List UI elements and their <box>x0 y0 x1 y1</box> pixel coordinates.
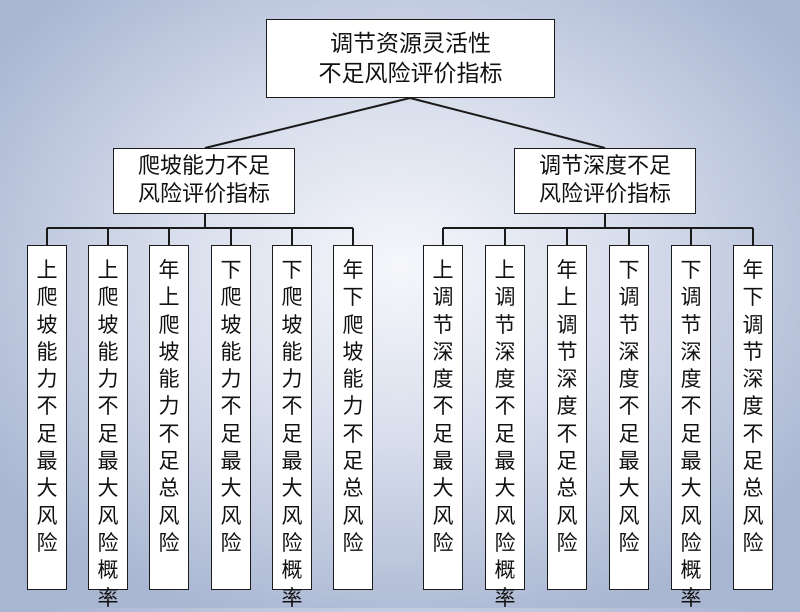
leaf-label: 年下爬坡能力不足总风险 <box>342 258 364 555</box>
leaf-node-8: 上调节深度不足最大风险概率 <box>485 245 525 610</box>
leaf-node-5: 下爬坡能力不足最大风险概率 <box>272 245 312 610</box>
leaf-node-4: 下爬坡能力不足最大风险 <box>211 245 251 590</box>
root-node-line2: 不足风险评价指标 <box>318 61 503 87</box>
leaf-label: 年上调节深度不足总风险 <box>556 258 578 555</box>
leaf-label: 年下调节深度不足总风险 <box>742 258 764 555</box>
leaf-node-9: 年上调节深度不足总风险 <box>547 245 587 590</box>
leaf-label: 上调节深度不足最大风险 <box>432 258 454 555</box>
branch-node-regulation-depth: 调节深度不足 风险评价指标 <box>514 148 696 214</box>
connector-root-right <box>409 97 606 149</box>
connector-root-left <box>204 97 411 149</box>
leaf-label: 下爬坡能力不足最大风险概率 <box>281 258 303 610</box>
branch-node-line2: 风险评价指标 <box>538 182 671 207</box>
branch-node-line1: 调节深度不足 <box>538 154 671 179</box>
leaf-node-1: 上爬坡能力不足最大风险 <box>27 245 67 590</box>
leaf-node-7: 上调节深度不足最大风险 <box>423 245 463 590</box>
leaf-node-6: 年下爬坡能力不足总风险 <box>333 245 373 590</box>
leaf-label: 下调节深度不足最大风险 <box>618 258 640 555</box>
branch-node-line1: 爬坡能力不足 <box>137 154 270 179</box>
leaf-label: 年上爬坡能力不足总风险 <box>158 258 180 555</box>
leaf-node-3: 年上爬坡能力不足总风险 <box>149 245 189 590</box>
leaf-node-10: 下调节深度不足最大风险 <box>609 245 649 590</box>
branch-node-line2: 风险评价指标 <box>137 182 270 207</box>
leaf-label: 上爬坡能力不足最大风险概率 <box>97 258 119 610</box>
leaf-node-2: 上爬坡能力不足最大风险概率 <box>88 245 128 610</box>
leaf-node-12: 年下调节深度不足总风险 <box>733 245 773 590</box>
leaf-label: 上爬坡能力不足最大风险 <box>36 258 58 555</box>
root-node: 调节资源灵活性 不足风险评价指标 <box>266 19 555 98</box>
leaf-label: 下调节深度不足最大风险概率 <box>680 258 702 610</box>
leaf-node-11: 下调节深度不足最大风险概率 <box>671 245 711 610</box>
leaf-label: 上调节深度不足最大风险概率 <box>494 258 516 610</box>
branch-node-ramping: 爬坡能力不足 风险评价指标 <box>113 148 295 214</box>
root-node-line1: 调节资源灵活性 <box>330 31 491 57</box>
leaf-label: 下爬坡能力不足最大风险 <box>220 258 242 555</box>
